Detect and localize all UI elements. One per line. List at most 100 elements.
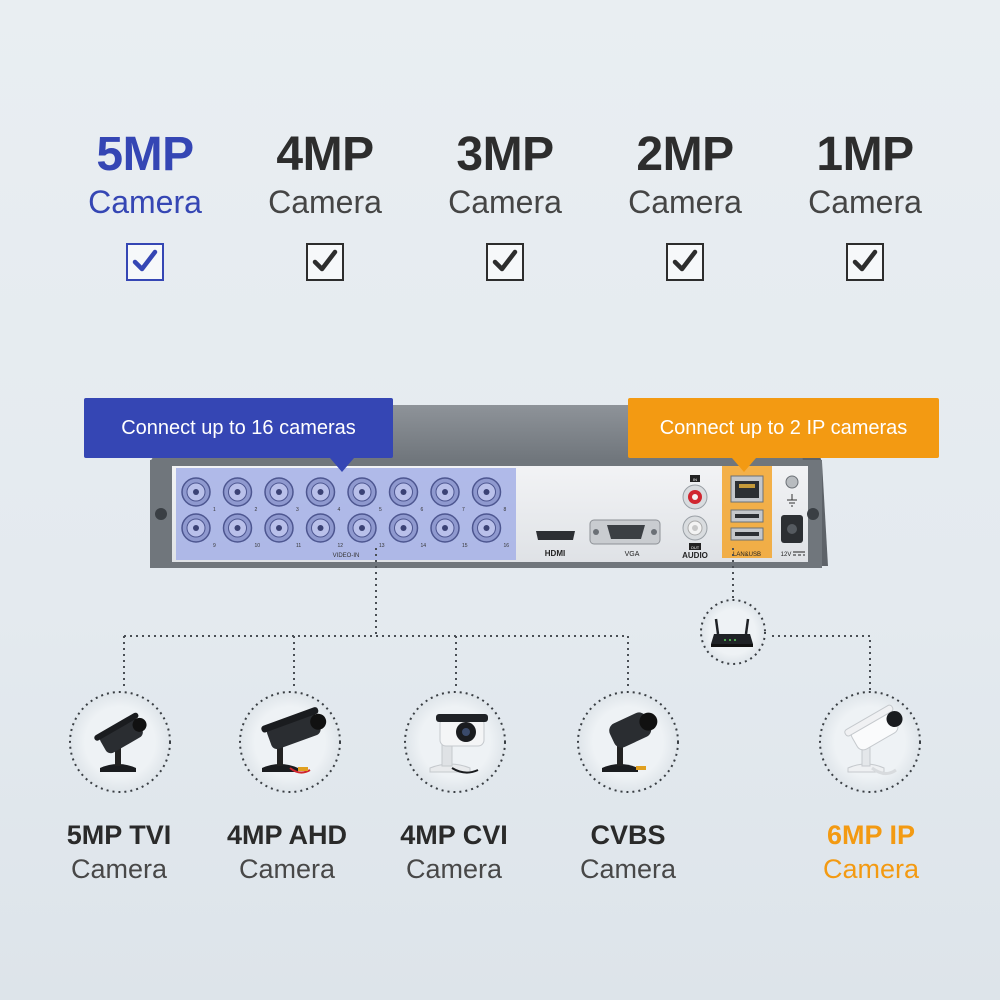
ground-icon (787, 494, 797, 507)
ip-camera-icon (429, 714, 488, 774)
camera-sub: Camera (70, 854, 168, 884)
channel-number: 1 (213, 507, 216, 513)
audio-out-label: OUT (691, 545, 700, 550)
resolution-label: Camera (628, 184, 742, 220)
bnc-connector (305, 513, 336, 543)
checkbox-1mp (846, 243, 884, 281)
bnc-connector (181, 513, 211, 543)
checkbox-5mp (126, 243, 164, 281)
camera-sub: Camera (822, 854, 920, 884)
resolution-mp: 5MP (96, 128, 194, 181)
lan-usb-label: LAN&USB (733, 552, 761, 558)
channel-number: 11 (296, 543, 301, 549)
bullet-camera-icon (94, 712, 147, 772)
bnc-connector (347, 513, 377, 543)
bnc-connector (264, 513, 294, 543)
camera-circles (69, 691, 921, 793)
video-in-label: VIDEO-IN (333, 553, 360, 559)
bullet-camera-icon (602, 712, 658, 772)
bnc-connector (222, 477, 253, 507)
callout-ip: Connect up to 2 IP cameras (628, 398, 939, 458)
bnc-connector (471, 477, 502, 507)
bnc-connector (222, 513, 253, 543)
checkbox-4mp (306, 243, 344, 281)
camera-label-tvi: 5MP TVI Camera (19, 818, 219, 886)
resolution-mp: 4MP (276, 128, 374, 181)
bullet-camera-icon (261, 707, 327, 774)
camera-sub: Camera (579, 854, 677, 884)
camera-type: CVBS (590, 820, 666, 850)
bnc-connector (264, 477, 294, 507)
channel-number: 10 (255, 543, 261, 549)
resolution-4mp: 4MP Camera (235, 128, 415, 281)
ip-camera-icon (844, 704, 903, 775)
hdmi-label: HDMI (545, 549, 565, 558)
checkmark-icon (672, 249, 698, 272)
screw-icon (807, 508, 819, 520)
camera-label-cvbs: CVBS Camera (528, 818, 728, 886)
bnc-connector (471, 513, 502, 543)
camera-sub: Camera (238, 854, 336, 884)
channel-number: 5 (379, 507, 382, 513)
camera-label-ahd: 4MP AHD Camera (187, 818, 387, 886)
camera-type: 5MP TVI (66, 820, 172, 850)
resolution-5mp: 5MP Camera (55, 128, 235, 281)
bnc-connector (181, 477, 211, 507)
audio-label: AUDIO (682, 551, 708, 560)
channel-number: 15 (462, 543, 468, 549)
resolution-1mp: 1MP Camera (775, 128, 955, 281)
callout-pointer-orange (732, 458, 756, 472)
vga-label: VGA (625, 551, 640, 558)
checkbox-2mp (666, 243, 704, 281)
bnc-connector (430, 477, 460, 507)
power-label: 12V (781, 552, 792, 558)
resolution-mp: 3MP (456, 128, 554, 181)
channel-number: 9 (213, 543, 216, 549)
channel-number: 13 (379, 543, 385, 549)
channel-number: 14 (421, 543, 427, 549)
bnc-connector (430, 513, 460, 543)
screw-icon (155, 508, 167, 520)
channel-number: 4 (338, 507, 341, 513)
checkbox-3mp (486, 243, 524, 281)
camera-type: 4MP AHD (226, 820, 348, 850)
camera-label-cvi: 4MP CVI Camera (354, 818, 554, 886)
ground-screw (785, 475, 799, 489)
camera-sub: Camera (405, 854, 503, 884)
router-icon (711, 618, 753, 647)
channel-number: 7 (462, 507, 465, 513)
connection-lines (123, 548, 871, 690)
channel-number: 12 (338, 543, 344, 549)
channel-number: 3 (296, 507, 299, 513)
bnc-connector (388, 477, 419, 507)
hdmi-port (536, 531, 575, 540)
audio-in-label: IN (693, 477, 697, 482)
resolution-label: Camera (808, 184, 922, 220)
bnc-connector (305, 477, 336, 507)
channel-number: 2 (255, 507, 258, 513)
channel-number: 8 (504, 507, 507, 513)
resolution-3mp: 3MP Camera (415, 128, 595, 281)
resolution-label: Camera (448, 184, 562, 220)
bnc-connector (388, 513, 419, 543)
dc-symbol-icon (793, 551, 805, 556)
checkmark-icon (492, 249, 518, 272)
checkmark-icon (132, 249, 158, 272)
bnc-connector (347, 477, 377, 507)
channel-number: 6 (421, 507, 424, 513)
router-circle (700, 599, 766, 665)
channel-number: 16 (504, 543, 510, 549)
callout-analog: Connect up to 16 cameras (84, 398, 393, 458)
checkmark-icon (312, 249, 338, 272)
camera-label-ip: 6MP IP Camera (771, 818, 971, 886)
resolution-2mp: 2MP Camera (595, 128, 775, 281)
resolution-mp: 2MP (636, 128, 734, 181)
camera-type: 4MP CVI (400, 820, 508, 850)
camera-type: 6MP IP (826, 820, 916, 850)
callout-pointer-blue (330, 458, 354, 472)
resolution-label: Camera (268, 184, 382, 220)
resolution-label: Camera (88, 184, 202, 220)
resolution-mp: 1MP (816, 128, 914, 181)
